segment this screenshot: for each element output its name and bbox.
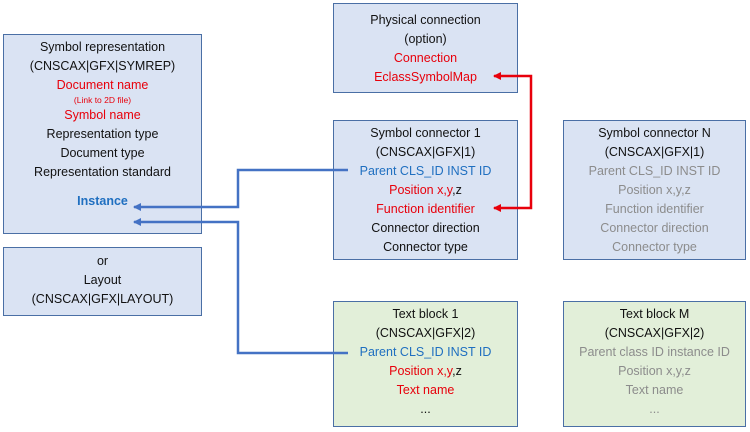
connector1-code: (CNSCAX|GFX|1) [375, 145, 476, 159]
connector1-position-xy: Position x,y [389, 183, 453, 197]
symrep-document-name: Document name [56, 78, 149, 92]
textM-title: Text block M [619, 307, 690, 321]
symrep-representation-type: Representation type [46, 127, 159, 141]
connectorN-position: Position x,y,z [618, 183, 691, 197]
layout-code: (CNSCAX|GFX|LAYOUT) [31, 292, 174, 306]
symrep-link-note: (Link to 2D file) [73, 95, 132, 105]
text1-text-name: Text name [396, 383, 455, 397]
connector1-type: Connector type [383, 240, 468, 254]
textM-code: (CNSCAX|GFX|2) [604, 326, 705, 340]
layout-box: or Layout (CNSCAX|GFX|LAYOUT) [3, 247, 202, 316]
connector1-parent: Parent CLS_ID INST ID [359, 164, 492, 178]
symrep-document-type: Document type [60, 146, 145, 160]
symbol-connector-n-box: Symbol connector N (CNSCAX|GFX|1) Parent… [563, 120, 746, 260]
connector1-function: Function identifier [376, 202, 475, 216]
symrep-instance: Instance [77, 194, 128, 208]
text1-position-z: ,z [452, 364, 462, 378]
physical-connection-box: Physical connection (option) Connection … [333, 3, 518, 93]
symrep-code: (CNSCAX|GFX|SYMREP) [29, 59, 176, 73]
connector1-position: Position x,y,z [334, 181, 517, 200]
arrow-map-function-link [493, 72, 533, 212]
symbol-representation-box: Symbol representation (CNSCAX|GFX|SYMREP… [3, 34, 202, 234]
text1-title: Text block 1 [392, 307, 459, 321]
text1-position-xy: Position x,y [389, 364, 453, 378]
text-block-1-box: Text block 1 (CNSCAX|GFX|2) Parent CLS_I… [333, 301, 518, 427]
arrow-connector-to-instance [133, 168, 348, 211]
text1-position: Position x,y,z [334, 362, 517, 381]
symrep-title: Symbol representation [39, 40, 166, 54]
connectorN-type: Connector type [612, 240, 697, 254]
physical-connection: Connection [393, 51, 458, 65]
text1-parent: Parent CLS_ID INST ID [359, 345, 492, 359]
textM-more: ... [649, 402, 660, 416]
text-block-m-box: Text block M (CNSCAX|GFX|2) Parent class… [563, 301, 746, 427]
connector1-title: Symbol connector 1 [370, 126, 481, 140]
layout-or: or [96, 254, 109, 268]
symbol-connector-1-box: Symbol connector 1 (CNSCAX|GFX|1) Parent… [333, 120, 518, 260]
text1-code: (CNSCAX|GFX|2) [375, 326, 476, 340]
symrep-representation-standard: Representation standard [34, 165, 171, 179]
connectorN-parent: Parent CLS_ID INST ID [588, 164, 721, 178]
connector1-position-z: ,z [452, 183, 462, 197]
physical-map: EclassSymbolMap [374, 70, 477, 84]
physical-title: Physical connection [370, 13, 481, 27]
symrep-symbol-name: Symbol name [64, 108, 141, 122]
textM-position: Position x,y,z [618, 364, 691, 378]
connector1-direction: Connector direction [371, 221, 480, 235]
connectorN-function: Function identifier [605, 202, 704, 216]
textM-text-name: Text name [625, 383, 684, 397]
connectorN-code: (CNSCAX|GFX|1) [604, 145, 705, 159]
text1-more: ... [420, 402, 431, 416]
connectorN-direction: Connector direction [600, 221, 709, 235]
physical-option: (option) [404, 32, 447, 46]
textM-parent: Parent class ID instance ID [579, 345, 730, 359]
arrow-textblock-to-instance [133, 218, 348, 355]
layout-title: Layout [83, 273, 122, 287]
connectorN-title: Symbol connector N [598, 126, 711, 140]
